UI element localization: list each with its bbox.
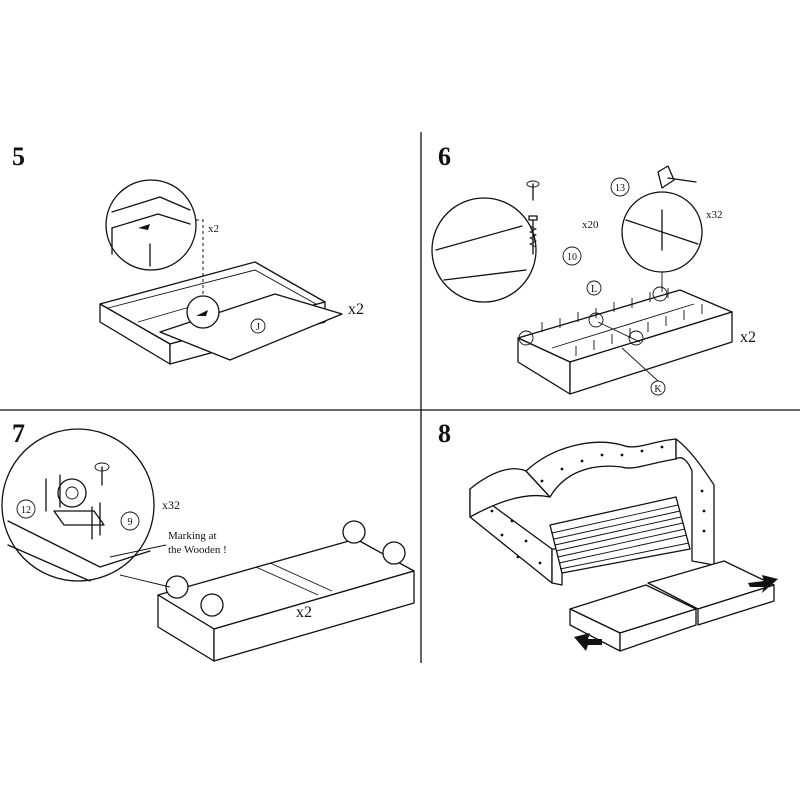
drawer-right xyxy=(647,560,775,626)
quantity-label: x2 xyxy=(740,329,756,346)
part-j-label: J xyxy=(256,322,260,333)
panel-edge-line xyxy=(435,225,523,251)
step-number: 5 xyxy=(12,142,25,171)
connector-circle xyxy=(518,330,534,346)
quantity-label: x2 xyxy=(296,604,312,621)
panel-edge-line xyxy=(7,544,91,582)
arrow-left-icon xyxy=(574,633,602,651)
screw-zoom-circle xyxy=(431,197,537,303)
step-7-diagram: x2 12 9 x3 xyxy=(1,428,415,662)
caster-circle xyxy=(165,575,189,599)
part-9-circle xyxy=(120,511,140,531)
bed-frame xyxy=(517,289,733,395)
daybed xyxy=(469,438,715,586)
screws-icon xyxy=(45,474,101,540)
detail-zoom-circle xyxy=(105,179,197,271)
part-j-circle xyxy=(250,318,266,334)
step-number: 7 xyxy=(12,419,25,448)
part-13-label: 13 xyxy=(615,183,625,194)
connector-circle xyxy=(652,286,668,302)
note-line-1: Marking at xyxy=(168,530,217,542)
caster-circle xyxy=(200,593,224,617)
panel-edge-line xyxy=(7,520,151,568)
step-5-panel: 5 J xyxy=(0,132,420,409)
screwdriver-icon xyxy=(94,462,110,486)
part-12-label: 12 xyxy=(21,505,31,516)
connector-circle xyxy=(628,330,644,346)
dowel-pins xyxy=(541,288,703,356)
groove-detail xyxy=(111,196,191,267)
step-7-panel: 7 x2 xyxy=(0,411,420,663)
part-k-leader xyxy=(621,347,659,382)
tufting-buttons xyxy=(490,445,706,565)
step-number: 8 xyxy=(438,419,451,448)
screw-count-label: x20 xyxy=(582,219,599,231)
screwdriver-icon xyxy=(526,180,540,201)
slats xyxy=(551,504,690,570)
step-5-diagram: J x2 x2 xyxy=(99,179,364,365)
part-10-circle xyxy=(562,246,582,266)
detail-count-label: x2 xyxy=(208,223,219,235)
connector-circle xyxy=(588,312,604,328)
panel-edge-line xyxy=(443,269,527,281)
step-8-diagram xyxy=(469,438,778,652)
zoom-leader-line xyxy=(119,574,171,588)
drawer-left xyxy=(569,584,697,652)
quantity-label: x2 xyxy=(348,301,364,318)
step-6-panel: 6 xyxy=(422,132,800,409)
arrow-icon xyxy=(138,224,150,230)
arrow-left-icon xyxy=(748,575,778,593)
caster-count-label: x32 xyxy=(162,498,180,512)
arrow-icon xyxy=(196,310,208,316)
part-10-label: 10 xyxy=(567,252,577,263)
part-9-label: 9 xyxy=(128,517,133,528)
groove-circle xyxy=(186,295,220,329)
part-k-label: K xyxy=(654,384,662,395)
note-line-2: the Wooden ! xyxy=(168,544,227,556)
caster-circle xyxy=(342,520,366,544)
part-12-circle xyxy=(16,499,36,519)
part-l-label: L xyxy=(591,284,597,295)
step-number: 6 xyxy=(438,142,451,171)
hammer-icon xyxy=(657,165,697,189)
caster-circle xyxy=(382,541,406,565)
pin-count-label: x32 xyxy=(706,209,723,221)
detail-leader-line xyxy=(196,219,204,308)
note-leader-line xyxy=(109,544,167,558)
part-13-circle xyxy=(610,177,630,197)
part-l-circle xyxy=(586,280,602,296)
step-8-panel: 8 xyxy=(422,411,800,663)
step-6-diagram: 10 x20 13 x32 L K x2 xyxy=(431,165,756,396)
screw-icon xyxy=(528,215,538,255)
drawer-box xyxy=(157,538,415,662)
